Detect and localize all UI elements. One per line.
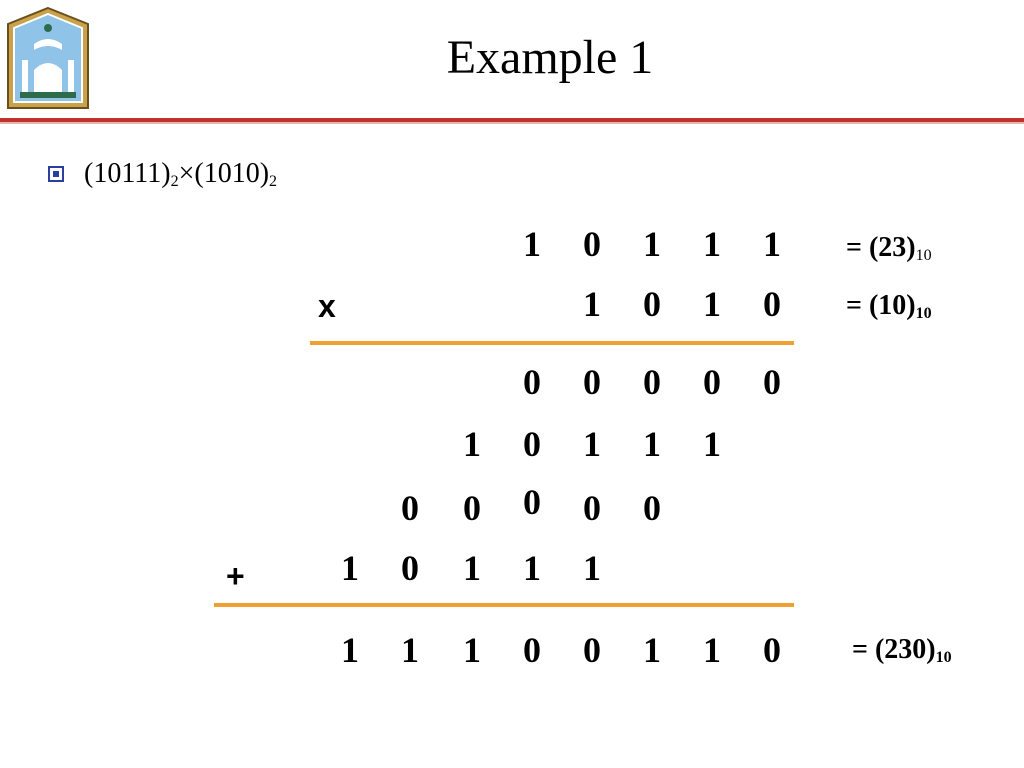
multiplier-decimal-base: 10 bbox=[915, 305, 932, 322]
result-digit: 1 bbox=[703, 630, 721, 670]
multiplier-digit: 1 bbox=[703, 284, 721, 324]
multiplier-digit: 0 bbox=[763, 284, 781, 324]
result-digit: 0 bbox=[763, 630, 781, 670]
partial-product-2-digit: 1 bbox=[703, 424, 721, 464]
multiplicand-digit: 1 bbox=[643, 224, 661, 264]
partial-product-4-digit: 0 bbox=[401, 548, 419, 588]
partial-product-2-digit: 0 bbox=[523, 424, 541, 464]
multiplicand-decimal: = (23)10 bbox=[846, 230, 932, 274]
partial-product-3-digit: 0 bbox=[523, 482, 541, 522]
result-decimal: = (230)10 bbox=[852, 632, 952, 676]
bullet-item: (10111)2×(1010)2 bbox=[48, 156, 277, 192]
multiplicand-digit: 1 bbox=[763, 224, 781, 264]
partial-product-2-digit: 1 bbox=[643, 424, 661, 464]
operand-a-base: 2 bbox=[170, 172, 179, 190]
partial-product-2-digit: 1 bbox=[463, 424, 481, 464]
partial-product-2-digit: 1 bbox=[583, 424, 601, 464]
result-digit: 1 bbox=[401, 630, 419, 670]
partial-product-1-digit: 0 bbox=[763, 362, 781, 402]
partial-product-3-digit: 0 bbox=[401, 488, 419, 528]
add-operator: + bbox=[226, 558, 245, 594]
result-digit: 1 bbox=[463, 630, 481, 670]
header-rule bbox=[0, 118, 1024, 122]
multiplicand-digit: 1 bbox=[523, 224, 541, 264]
partial-product-3-digit: 0 bbox=[643, 488, 661, 528]
university-logo bbox=[7, 6, 89, 109]
multiplicand-decimal-base: 10 bbox=[915, 247, 932, 264]
result-digit: 1 bbox=[341, 630, 359, 670]
partial-product-1-digit: 0 bbox=[583, 362, 601, 402]
operand-b: (1010) bbox=[194, 157, 270, 189]
partial-product-3-digit: 0 bbox=[463, 488, 481, 528]
partial-product-4-digit: 1 bbox=[523, 548, 541, 588]
partial-product-4-digit: 1 bbox=[583, 548, 601, 588]
result-decimal-base: 10 bbox=[935, 649, 952, 666]
operand-a: (10111) bbox=[84, 157, 171, 189]
partial-product-3-digit: 0 bbox=[583, 488, 601, 528]
multiplier-digit: 0 bbox=[643, 284, 661, 324]
result-digit: 1 bbox=[643, 630, 661, 670]
square-bullet-icon bbox=[48, 166, 64, 182]
partial-product-1-digit: 0 bbox=[523, 362, 541, 402]
times-sign: × bbox=[178, 157, 195, 189]
multiplier-decimal-value: = (10) bbox=[846, 290, 916, 321]
multiplier-digit: 1 bbox=[583, 284, 601, 324]
multiplicand-digit: 1 bbox=[703, 224, 721, 264]
partial-product-1-digit: 0 bbox=[703, 362, 721, 402]
result-decimal-value: = (230) bbox=[852, 634, 936, 665]
multiply-operator: x bbox=[318, 288, 336, 324]
multiplication-expression: (10111)2×(1010)2 bbox=[84, 158, 277, 191]
multiplicand-decimal-value: = (23) bbox=[846, 232, 916, 263]
result-digit: 0 bbox=[583, 630, 601, 670]
multiplier-decimal: = (10)10 bbox=[846, 288, 932, 332]
header-rule-shadow bbox=[0, 122, 1024, 124]
sum-line bbox=[214, 603, 794, 607]
slide-title: Example 1 bbox=[446, 31, 654, 84]
partial-product-4-digit: 1 bbox=[463, 548, 481, 588]
result-digit: 0 bbox=[523, 630, 541, 670]
partial-product-4-digit: 1 bbox=[341, 548, 359, 588]
product-line bbox=[310, 341, 794, 345]
partial-product-1-digit: 0 bbox=[643, 362, 661, 402]
operand-b-base: 2 bbox=[269, 172, 278, 190]
multiplicand-digit: 0 bbox=[583, 224, 601, 264]
